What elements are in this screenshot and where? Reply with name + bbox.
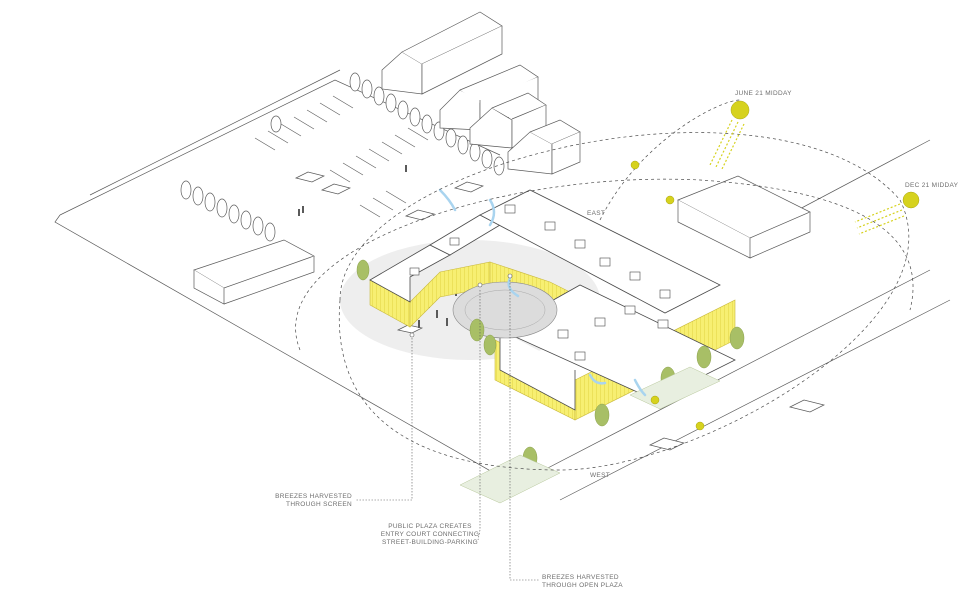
dec-sun — [902, 191, 920, 209]
june-sun — [730, 100, 750, 120]
sun-rays — [709, 119, 905, 235]
open-plaza-callout: BREEZES HARVESTED THROUGH OPEN PLAZA — [542, 574, 623, 589]
east-label: EAST — [587, 210, 606, 217]
parking-lot — [254, 95, 429, 218]
parked-cars — [294, 171, 826, 451]
sun-paths — [295, 99, 914, 471]
screen-callout: BREEZES HARVESTED THROUGH SCREEN — [275, 493, 352, 508]
june-sun-label: JUNE 21 MIDDAY — [735, 90, 792, 97]
plaza-callout: PUBLIC PLAZA CREATES ENTRY COURT CONNECT… — [380, 523, 480, 546]
outline-trees — [180, 72, 505, 242]
sun-markers — [630, 100, 920, 431]
west-label: WEST — [590, 472, 610, 479]
plaza — [452, 281, 558, 339]
neighbor-houses — [193, 11, 811, 305]
leader-lines — [355, 273, 540, 581]
green-trees — [356, 259, 745, 470]
site-ground — [54, 69, 951, 501]
building-roofs — [369, 189, 736, 411]
rooftop-units — [409, 204, 671, 361]
breeze-arrows — [438, 188, 647, 397]
dec-sun-label: DEC 21 MIDDAY — [905, 182, 959, 189]
